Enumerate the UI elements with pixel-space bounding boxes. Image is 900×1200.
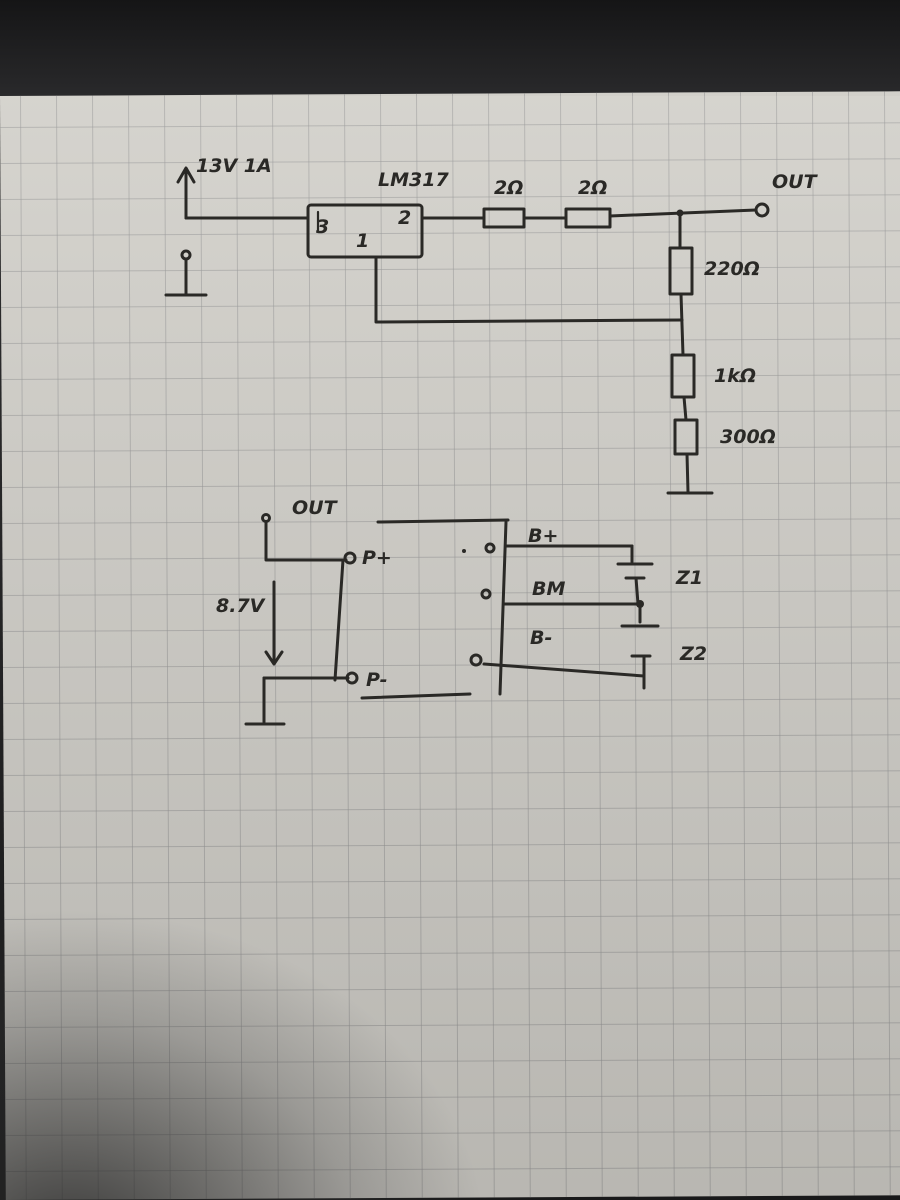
- wire-220-down: [679, 292, 685, 357]
- p-plus-terminal: [343, 551, 357, 565]
- background-surface: [0, 0, 900, 100]
- adj-feedback-wire: [374, 255, 684, 324]
- cell-z1: [616, 544, 654, 606]
- resistor-220ohm: [668, 246, 694, 296]
- wire-1k-300: [682, 395, 688, 422]
- ic-label: LM317: [378, 169, 449, 191]
- bottom-bar: [360, 692, 472, 700]
- ic-pin-2: 2: [398, 207, 411, 229]
- cell-z1-label: Z1: [675, 567, 703, 589]
- r-series-2-label: 2Ω: [578, 177, 607, 199]
- p-minus-terminal: [345, 671, 359, 685]
- resistor-2ohm-b: [564, 207, 612, 229]
- resistor-1kohm: [670, 353, 696, 399]
- cell-z2-label: Z2: [679, 643, 707, 665]
- p-plus-label: P+: [362, 547, 392, 569]
- out-label-1: OUT: [772, 171, 819, 193]
- supply-label: 13V 1A: [196, 155, 272, 177]
- resistor-2ohm-a: [482, 207, 526, 229]
- battery-circuit: [244, 513, 660, 726]
- lm317-box: [306, 203, 424, 259]
- supply-arrow: [176, 166, 196, 220]
- contact-b-minus: [469, 653, 483, 667]
- p-minus-label: P-: [366, 669, 387, 691]
- b-plus-label: B+: [528, 525, 558, 547]
- regulator-circuit: [164, 166, 770, 495]
- r-lower-2-label: 300Ω: [720, 426, 776, 448]
- wire-b-minus: [482, 662, 646, 678]
- ic-pin-1: 1: [356, 230, 369, 252]
- top-bar: [376, 518, 510, 524]
- bm-label: BM: [532, 578, 565, 600]
- r-lower-1-label: 1kΩ: [714, 365, 756, 387]
- voltage-arrow: [264, 580, 284, 666]
- out-wire-2: [264, 520, 348, 562]
- contact-bm: [480, 588, 492, 600]
- contact-b-plus: [484, 542, 496, 554]
- r-series-1-label: 2Ω: [494, 177, 523, 199]
- p-plus-vertical: [333, 558, 345, 682]
- ground-wire-right: [666, 452, 714, 495]
- ground-symbol: [164, 257, 208, 297]
- r-upper-label: 220Ω: [704, 258, 760, 280]
- cell-z2: [620, 602, 660, 690]
- ground-symbol-2: [244, 676, 286, 726]
- connector-line: [498, 520, 508, 696]
- out-terminal-2: [261, 513, 271, 523]
- out-label-2: OUT: [292, 497, 339, 519]
- voltage-label: 8.7V: [216, 595, 266, 617]
- resistor-300ohm: [673, 418, 699, 456]
- ic-pin-3: 3: [316, 216, 329, 238]
- out-terminal: [754, 202, 770, 218]
- dot-mark: [462, 549, 466, 553]
- b-minus-label: B-: [530, 627, 552, 649]
